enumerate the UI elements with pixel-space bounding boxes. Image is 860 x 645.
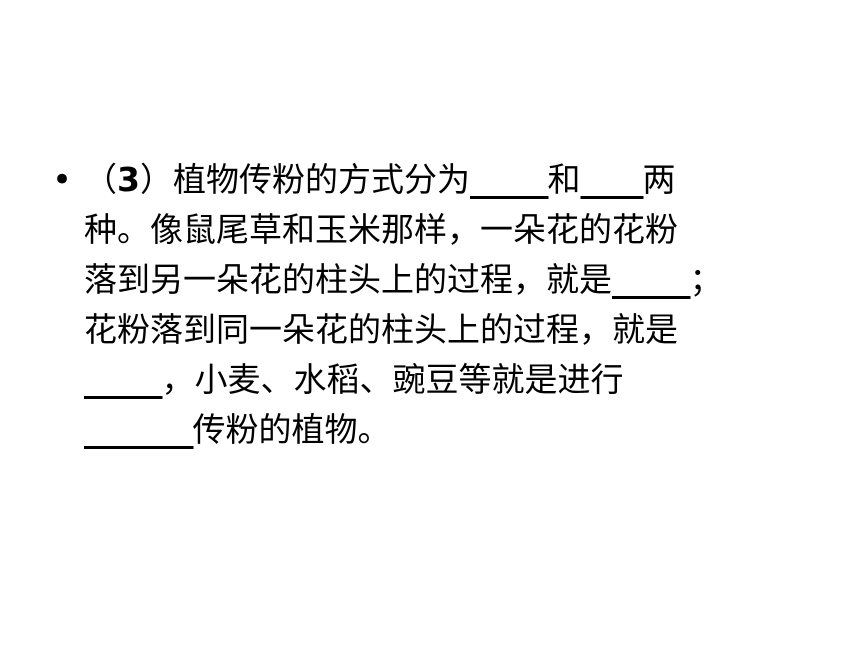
answer-blank-4: _____ [84, 360, 162, 399]
question-line-1-text: ）植物传粉的方式分为 [139, 160, 470, 199]
open-paren: （ [84, 160, 117, 199]
question-line-2: 种。像鼠尾草和玉米那样，一朵花的花粉 [84, 210, 678, 249]
question-line-3-tail: ； [689, 260, 723, 299]
question-line-3: 落到另一朵花的柱头上的过程，就是_____； [84, 255, 844, 305]
question-line-1-tail: 两 [642, 160, 676, 199]
bullet-point: • [52, 160, 73, 200]
question-line-1: （3）植物传粉的方式分为_____和____两 [84, 155, 844, 205]
question-line-6-tail: 传粉的植物。 [192, 410, 391, 449]
answer-blank-1: _____ [469, 160, 548, 199]
answer-blank-5: _______ [84, 410, 193, 449]
question-line-1-mid: 和 [547, 160, 581, 199]
question-line-5-tail: ，小麦、水稻、豌豆等就是进行 [161, 360, 624, 399]
question-line-3-text: 落到另一朵花的柱头上的过程，就是 [84, 260, 612, 299]
question-line-5: _____，小麦、水稻、豌豆等就是进行 [84, 355, 844, 405]
answer-blank-3: _____ [612, 260, 690, 299]
question-line-4: 花粉落到同一朵花的柱头上的过程，就是 [84, 310, 678, 349]
question-line-6: _______传粉的植物。 [84, 405, 844, 455]
answer-blank-2: ____ [580, 160, 643, 199]
question-text: （3）植物传粉的方式分为_____和____两 种。像鼠尾草和玉米那样，一朵花的… [84, 155, 844, 455]
question-number: 3 [117, 160, 140, 199]
